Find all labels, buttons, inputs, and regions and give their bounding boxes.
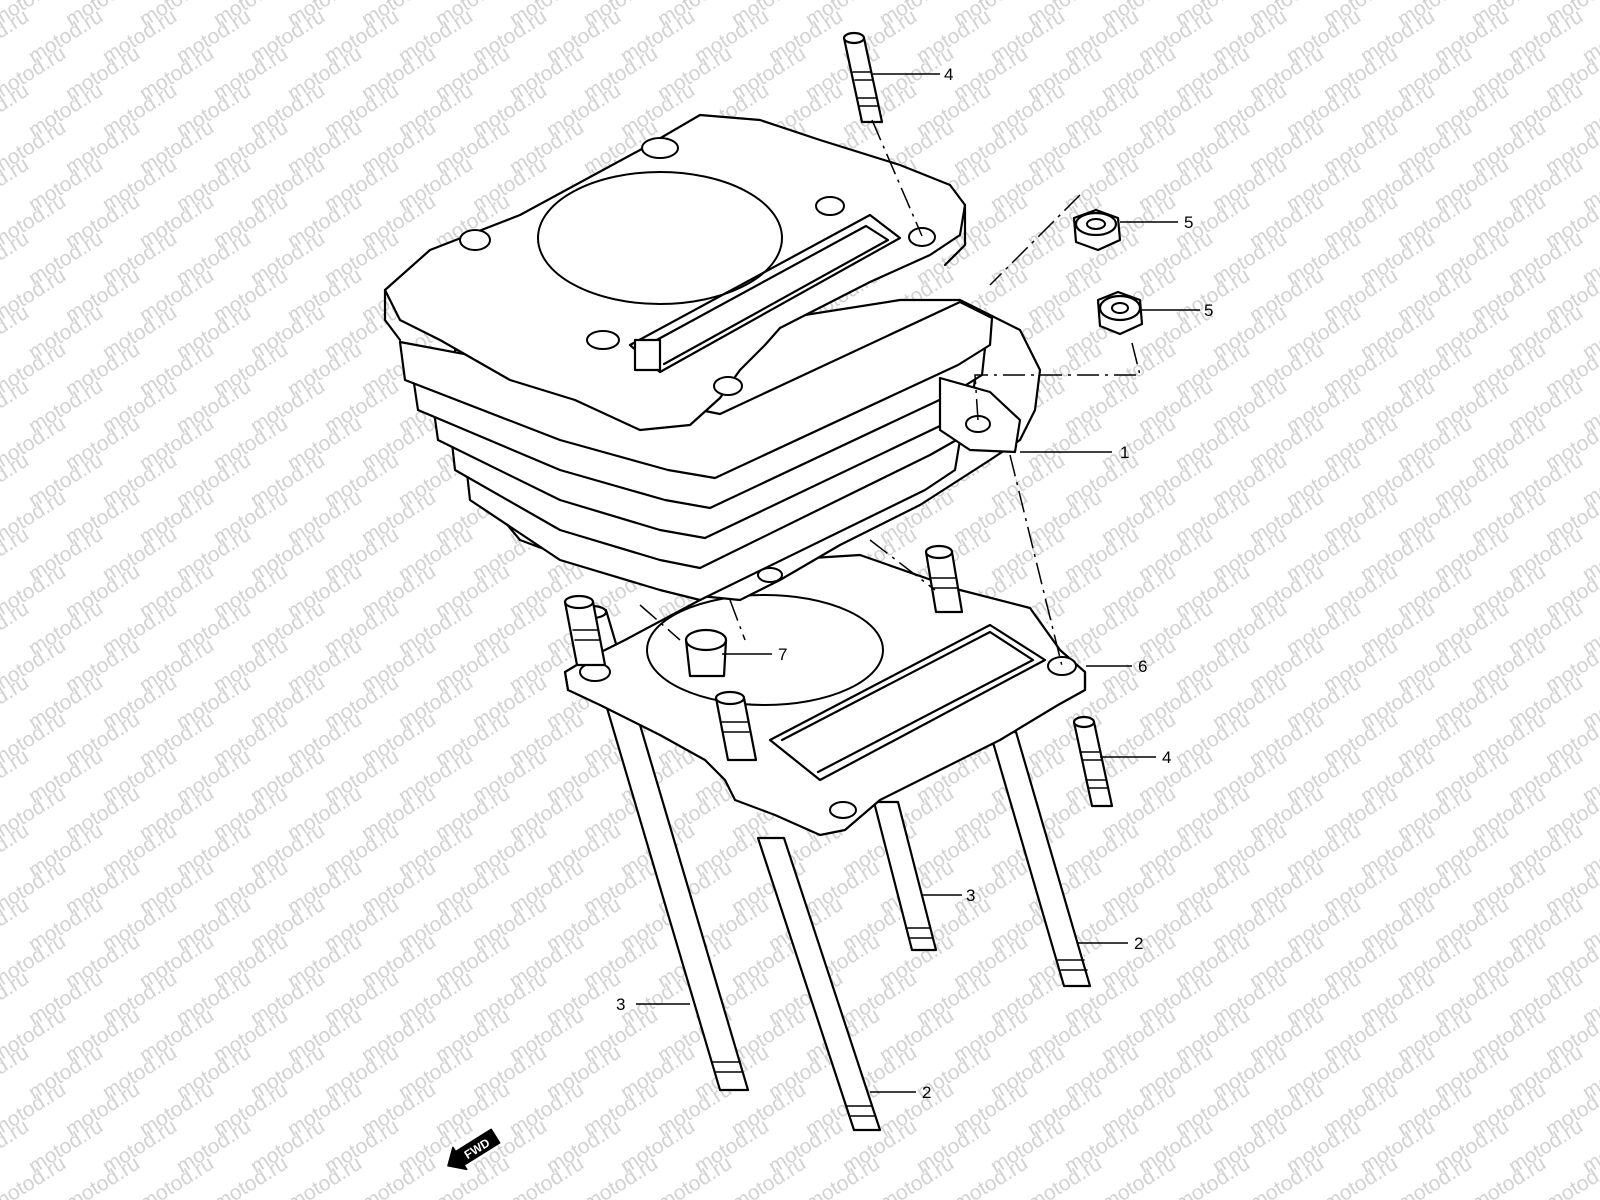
callout-nut-upper: 5 bbox=[1184, 213, 1193, 232]
callout-stud-long-front: 2 bbox=[922, 1083, 931, 1102]
watermark-text: motod.ru bbox=[0, 79, 33, 142]
watermark-text: motod.ru bbox=[0, 1115, 33, 1178]
watermark-text: motod.ru bbox=[0, 301, 33, 364]
watermark-text: motod.ru bbox=[0, 449, 33, 512]
callout-cylinder: 1 bbox=[1120, 443, 1129, 462]
watermark-text: motod.ru bbox=[0, 671, 33, 734]
callout-nut-lower: 5 bbox=[1204, 301, 1213, 320]
watermark-text: motod.ru bbox=[0, 5, 33, 68]
watermark-text: motod.ru bbox=[0, 153, 33, 216]
watermark-text: motod.ru bbox=[0, 597, 33, 660]
watermark-text: motod.ru bbox=[0, 893, 33, 956]
callout-stud-small-top: 4 bbox=[944, 65, 953, 84]
watermark-text: motod.ru bbox=[0, 745, 33, 808]
watermark-text: motod.ru bbox=[0, 375, 33, 438]
nut-upper bbox=[1072, 208, 1122, 252]
callout-stud-small-bottom: 4 bbox=[1162, 748, 1171, 767]
dowel-pin bbox=[684, 628, 728, 678]
watermark-text: motod.ru bbox=[0, 1041, 33, 1104]
watermark-text: motod.ru bbox=[0, 967, 33, 1030]
callout-stud-short-front: 3 bbox=[616, 995, 625, 1014]
nut-lower bbox=[1096, 290, 1144, 336]
watermark-text: motod.ru bbox=[0, 819, 33, 882]
callout-dowel-pin: 7 bbox=[778, 645, 787, 664]
watermark-text: motod.ru bbox=[0, 523, 33, 586]
watermark-text: motod.ru bbox=[0, 227, 33, 290]
callout-base-gasket: 6 bbox=[1138, 657, 1147, 676]
callout-stud-long-rear: 2 bbox=[1134, 934, 1143, 953]
callout-stud-short-rear: 3 bbox=[966, 886, 975, 905]
